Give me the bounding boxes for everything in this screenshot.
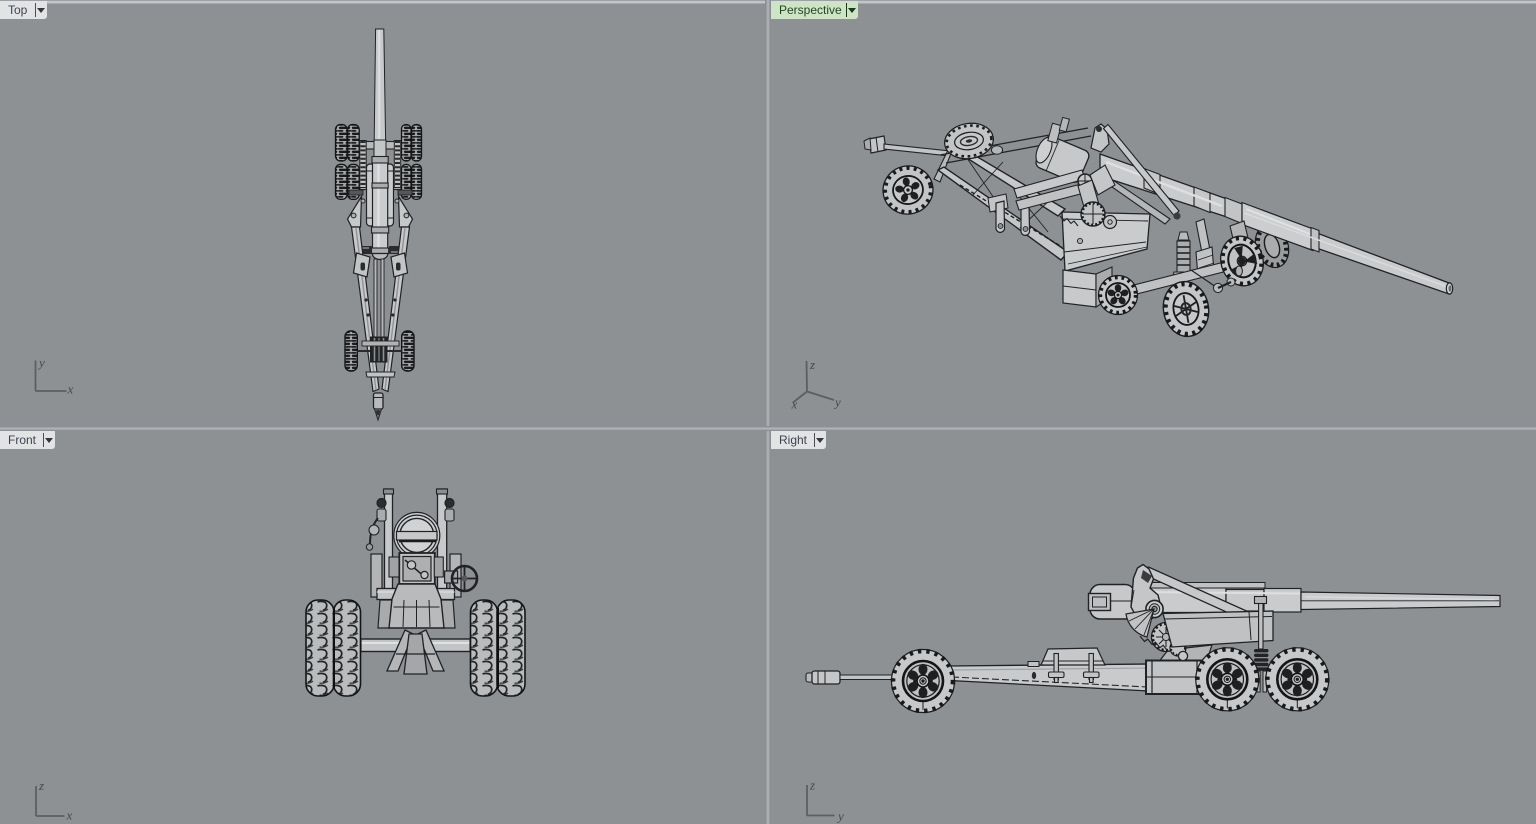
- svg-text:z: z: [809, 778, 815, 793]
- svg-text:z: z: [38, 778, 44, 793]
- svg-text:x: x: [67, 382, 74, 397]
- svg-text:y: y: [37, 355, 45, 370]
- svg-text:x: x: [791, 397, 798, 412]
- svg-text:z: z: [809, 357, 815, 372]
- svg-text:y: y: [833, 395, 841, 410]
- svg-text:y: y: [836, 809, 844, 824]
- svg-text:x: x: [66, 808, 73, 823]
